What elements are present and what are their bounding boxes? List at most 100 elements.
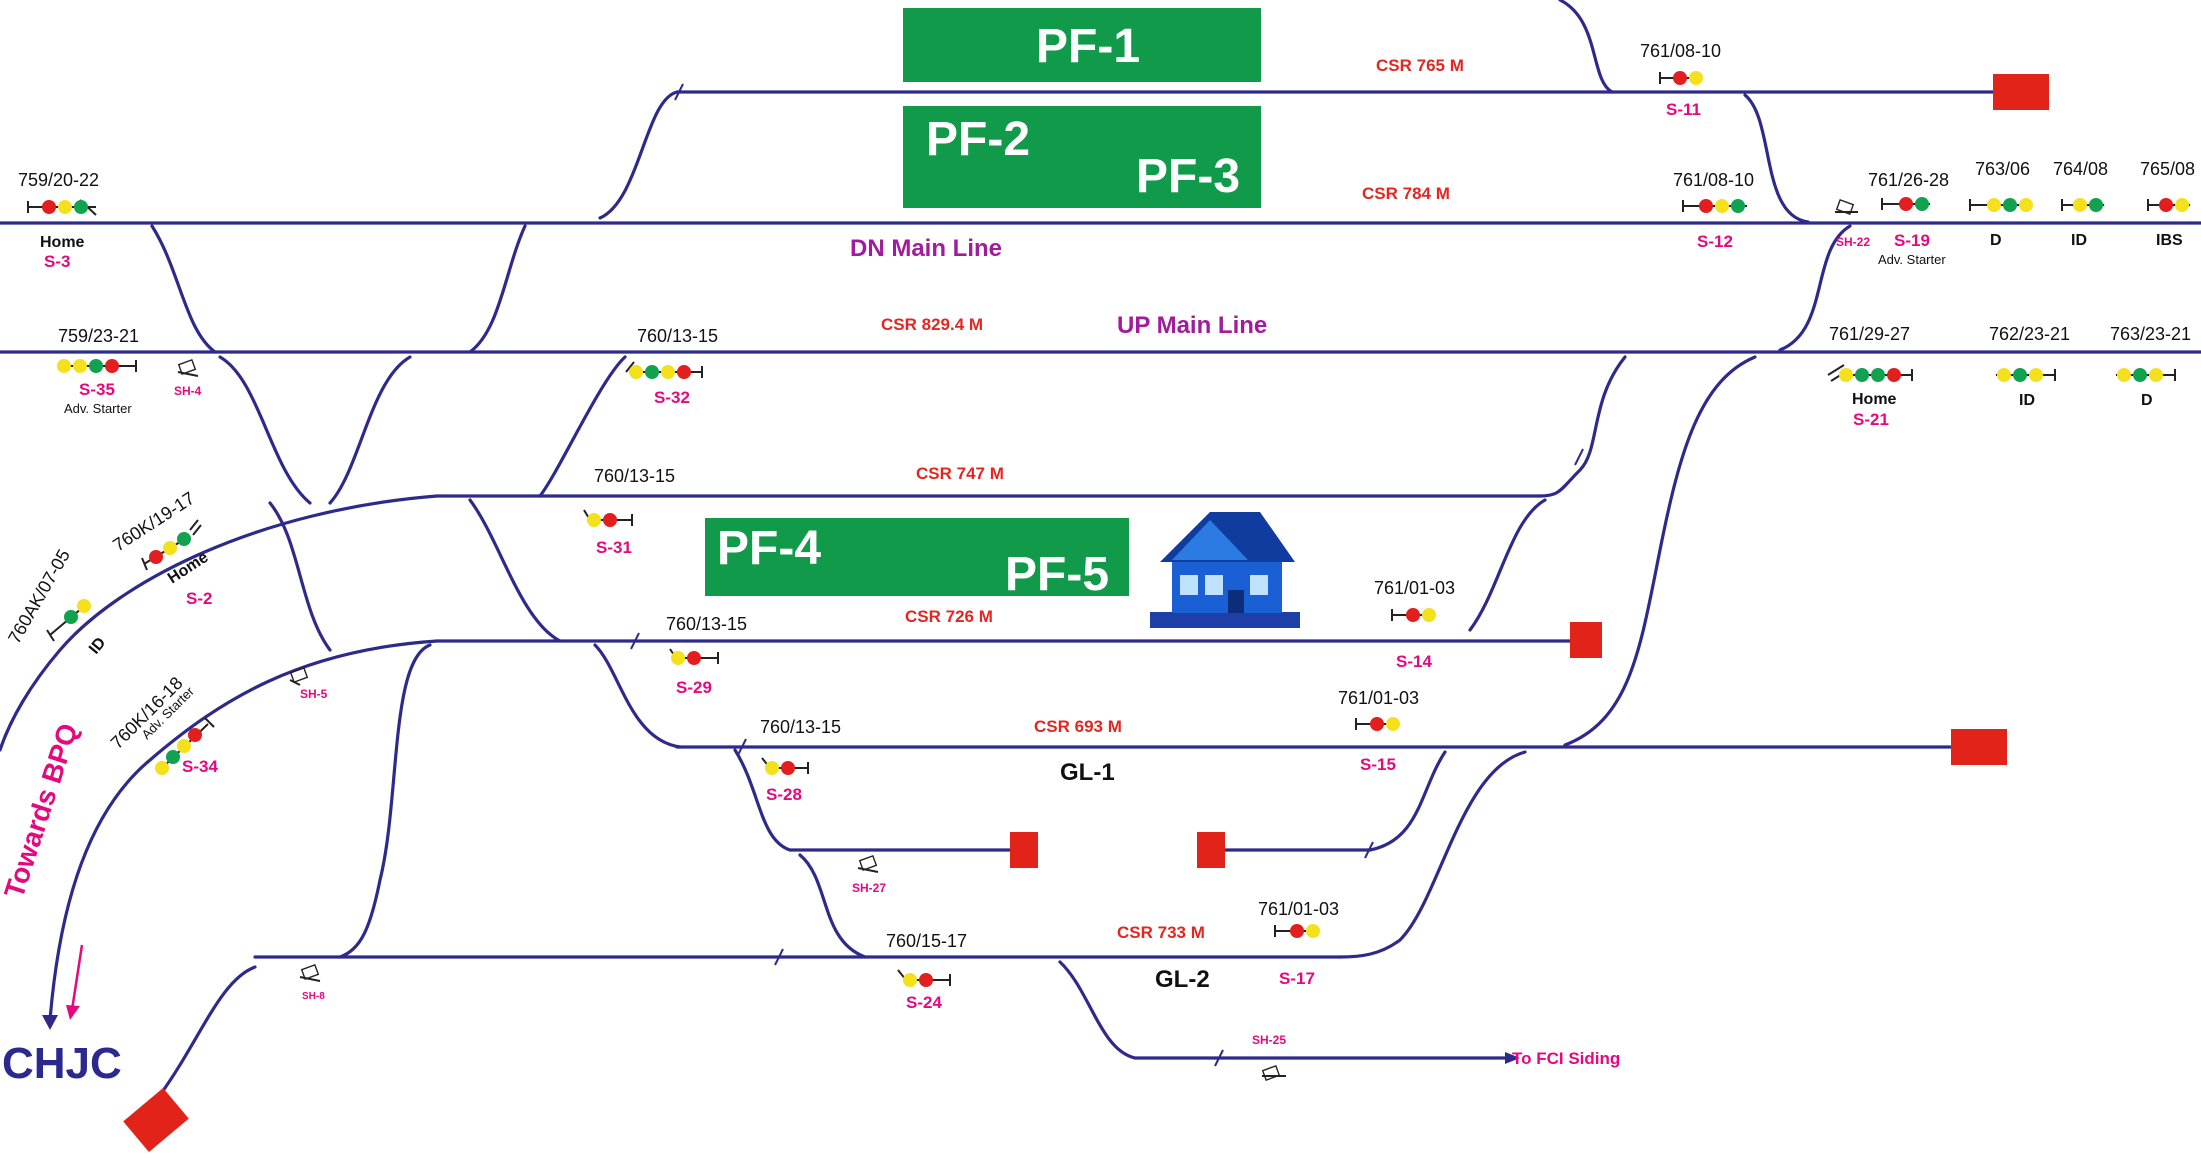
km-763-23-21: 763/23-21 — [2110, 324, 2191, 344]
signal-s11 — [1659, 71, 1703, 85]
buffer-stop-siding-right — [1197, 832, 1225, 868]
platform-pf1 — [903, 8, 1261, 82]
label-s11: S-11 — [1666, 100, 1701, 119]
crossover-dn-up-left2 — [468, 224, 527, 354]
crossover-pf4-pf5-mid — [468, 498, 562, 643]
crossover-up-pf4-3 — [538, 355, 627, 498]
km-761-01-03-c: 761/01-03 — [1258, 899, 1339, 919]
crossover-pf1-dn-right — [1558, 0, 1614, 94]
km-760ak-07-05: 760AK/07-05 — [4, 546, 74, 647]
caption-adv-s35: Adv. Starter — [64, 401, 132, 416]
insulation-joints — [630, 83, 1584, 1067]
caption-id-left: ID — [86, 634, 109, 657]
caption-d2: D — [2141, 392, 2153, 409]
caption-home-s21: Home — [1852, 391, 1897, 408]
label-s15: S-15 — [1360, 755, 1396, 774]
label-s2: S-2 — [186, 589, 212, 608]
km-759-20-22: 759/20-22 — [18, 170, 99, 190]
label-sh27: SH-27 — [852, 881, 886, 895]
label-s19: S-19 — [1894, 231, 1930, 250]
km-762-23-21: 762/23-21 — [1989, 324, 2070, 344]
shunt-sh5 — [289, 667, 309, 686]
fci-arrow-head — [1505, 1052, 1520, 1064]
caption-adv-s19: Adv. Starter — [1878, 252, 1946, 267]
crossover-siding-gl2 — [798, 853, 867, 959]
km-761-29-27: 761/29-27 — [1829, 324, 1910, 344]
signal-s19 — [1881, 197, 1930, 211]
signal-s15 — [1355, 717, 1400, 731]
label-s31: S-31 — [596, 538, 632, 557]
platforms: PF-1 PF-2 PF-3 PF-4 PF-5 — [705, 8, 1261, 601]
km-760-13-15-a: 760/13-15 — [637, 326, 718, 346]
platform-pf2-pf3 — [903, 106, 1261, 208]
pf5-towards-chjc — [48, 639, 439, 1022]
signal-d-up — [2116, 368, 2176, 382]
label-s3: S-3 — [44, 252, 70, 271]
km-763-06: 763/06 — [1975, 159, 2030, 179]
km-760-15-17: 760/15-17 — [886, 931, 967, 951]
label-s29: S-29 — [676, 678, 712, 697]
crossover-gl1-siding — [733, 748, 792, 852]
km-760-13-15-b: 760/13-15 — [594, 466, 675, 486]
label-s12: S-12 — [1697, 232, 1733, 251]
signal-s31 — [583, 509, 633, 527]
crossover-gl2-fci — [1058, 960, 1137, 1060]
caption-ibs: IBS — [2156, 232, 2183, 249]
km-765-08: 765/08 — [2140, 159, 2195, 179]
platform-pf4-pf5 — [705, 518, 1129, 596]
caption-d1: D — [1990, 232, 2002, 249]
buffer-stops — [123, 74, 2049, 1153]
km-760-13-15-c: 760/13-15 — [666, 614, 747, 634]
gl2-label: GL-2 — [1155, 966, 1210, 993]
signal-id-left — [46, 599, 91, 642]
km-761-08-10-a: 761/08-10 — [1640, 41, 1721, 61]
shunt-sh27 — [857, 855, 879, 873]
label-sh22: SH-22 — [1836, 235, 1870, 249]
km-764-08: 764/08 — [2053, 159, 2108, 179]
station-building-icon — [1150, 512, 1300, 628]
signal-d-dn — [1969, 198, 2033, 212]
csr-labels: CSR 765 M CSR 784 M CSR 829.4 M CSR 747 … — [881, 56, 1464, 942]
label-s34: S-34 — [182, 757, 218, 776]
crossover-up-gl1-right — [1563, 355, 1757, 747]
label-sh25: SH-25 — [1252, 1033, 1286, 1047]
label-sh8: SH-8 — [302, 991, 325, 1002]
crossover-dn-up-left1 — [150, 224, 217, 354]
label-s28: S-28 — [766, 785, 802, 804]
buffer-stop-pf5 — [1570, 622, 1602, 658]
gl1-label: GL-1 — [1060, 759, 1115, 786]
signal-s12 — [1682, 199, 1747, 213]
label-sh5: SH-5 — [300, 687, 328, 701]
label-s32: S-32 — [654, 388, 690, 407]
csr-726: CSR 726 M — [905, 607, 993, 626]
chjc-arrow-head — [42, 1015, 58, 1030]
dn-main-label: DN Main Line — [850, 235, 1002, 262]
buffer-stop-siding-left — [1010, 832, 1038, 868]
label-sh4: SH-4 — [174, 384, 202, 398]
signal-s32 — [625, 361, 703, 379]
signal-s3 — [27, 199, 97, 216]
pf2-label: PF-2 — [926, 113, 1030, 166]
csr-693: CSR 693 M — [1034, 717, 1122, 736]
signal-ibs — [2147, 198, 2190, 212]
signals: Home S-3 S-35 Adv. Starter S-32 S-31 — [27, 71, 2190, 1081]
crossover-pf4-pf5-left — [268, 501, 332, 652]
signal-s35 — [57, 359, 137, 373]
shunt-sh8 — [299, 964, 321, 982]
shunt-sh4 — [177, 359, 199, 377]
caption-id2: ID — [2019, 392, 2035, 409]
signal-s28 — [761, 757, 809, 775]
km-761-26-28: 761/26-28 — [1868, 170, 1949, 190]
towards-bpq-label: Towards BPQ — [0, 720, 84, 902]
crossover-dn-pf1 — [598, 90, 679, 220]
chjc-label: CHJC — [2, 1039, 122, 1088]
label-s21: S-21 — [1853, 410, 1889, 429]
bpq-pink-arrow-head — [66, 1005, 80, 1020]
buffer-stop-gl1 — [1951, 729, 2007, 765]
signal-s24 — [897, 969, 951, 987]
km-761-01-03-a: 761/01-03 — [1374, 578, 1455, 598]
km-761-01-03-b: 761/01-03 — [1338, 688, 1419, 708]
pf3-label: PF-3 — [1136, 150, 1240, 203]
csr-733: CSR 733 M — [1117, 923, 1205, 942]
